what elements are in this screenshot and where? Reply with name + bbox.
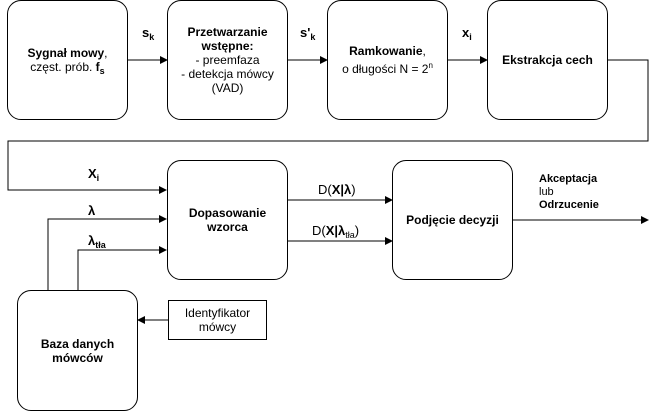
label-lambda: λ <box>88 203 96 218</box>
decision-node: Podjęcie decyzji <box>392 160 513 280</box>
database-title: Baza danych <box>40 336 115 351</box>
label-s-k: sk <box>142 25 155 42</box>
matching-node: Dopasowanie wzorca <box>167 160 288 280</box>
decision-title: Podjęcie decyzji <box>406 213 499 227</box>
label-X-i: Xi <box>88 166 100 183</box>
label-s-prime-k: s'k <box>300 25 316 42</box>
signal-title: Sygnał mowy <box>27 46 105 60</box>
speaker-id-node: Identyfikator mówcy <box>168 300 267 340</box>
database-node: Baza danych mówców <box>17 290 138 411</box>
label-x-i: xi <box>462 25 472 42</box>
signal-node: Sygnał mowy, częst. prób. fs <box>7 0 128 120</box>
features-node: Ekstrakcja cech <box>487 0 608 120</box>
framing-title: Ramkowanie <box>349 44 423 58</box>
features-title: Ekstrakcja cech <box>502 53 593 67</box>
arrow-features-to-matching <box>7 59 649 194</box>
label-d-x-lambda: D(X|λ) <box>318 182 356 197</box>
framing-node: Ramkowanie, o długości N = 2n <box>327 0 448 120</box>
label-lambda-tla: λtła <box>88 233 106 250</box>
label-decision-output: Akceptacja lub Odrzucenie <box>539 173 599 211</box>
arrow-lambda-to-matching <box>47 215 167 290</box>
arrow-lambda-tla-to-matching <box>77 246 167 290</box>
preprocessing-node: Przetwarzanie wstępne: - preemfaza - det… <box>167 0 288 120</box>
preprocessing-title: Przetwarzanie <box>187 25 268 39</box>
matching-title: Dopasowanie <box>188 206 267 220</box>
label-d-x-lambda-tla: D(X|λtła) <box>312 223 360 240</box>
